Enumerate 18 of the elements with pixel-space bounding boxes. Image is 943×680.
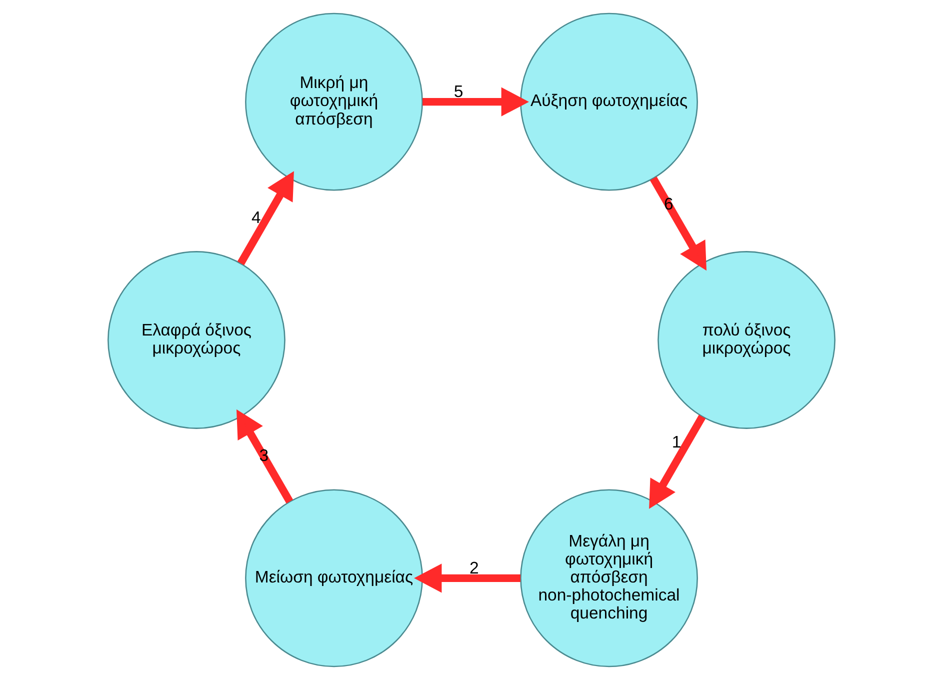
node-circle: Ελαφρά όξινος μικροχώρος — [108, 251, 286, 429]
arrow — [422, 87, 529, 116]
node-circle: Μικρή μη φωτοχημική απόσβεση — [245, 12, 423, 191]
node-circle: Αύξηση φωτοχημείας — [520, 12, 698, 191]
arrow — [650, 176, 706, 271]
node-circle: Μείωση φωτοχημείας — [245, 489, 423, 668]
arrow — [236, 409, 294, 504]
node-circle: Μεγάλη μη φωτοχημική απόσβεση non-photochemical quenching — [520, 489, 698, 668]
edge-label: 1 — [672, 432, 682, 452]
arrow — [649, 414, 706, 509]
edge-label: 2 — [469, 558, 479, 578]
edge-label: 3 — [259, 446, 269, 466]
arrow — [237, 171, 294, 266]
edge-label: 6 — [664, 194, 674, 214]
edge-label: 4 — [252, 208, 261, 228]
node-circle: πολύ όξινος μικροχώρος — [658, 251, 836, 429]
arrow — [414, 564, 520, 593]
edge-label: 5 — [454, 82, 464, 102]
